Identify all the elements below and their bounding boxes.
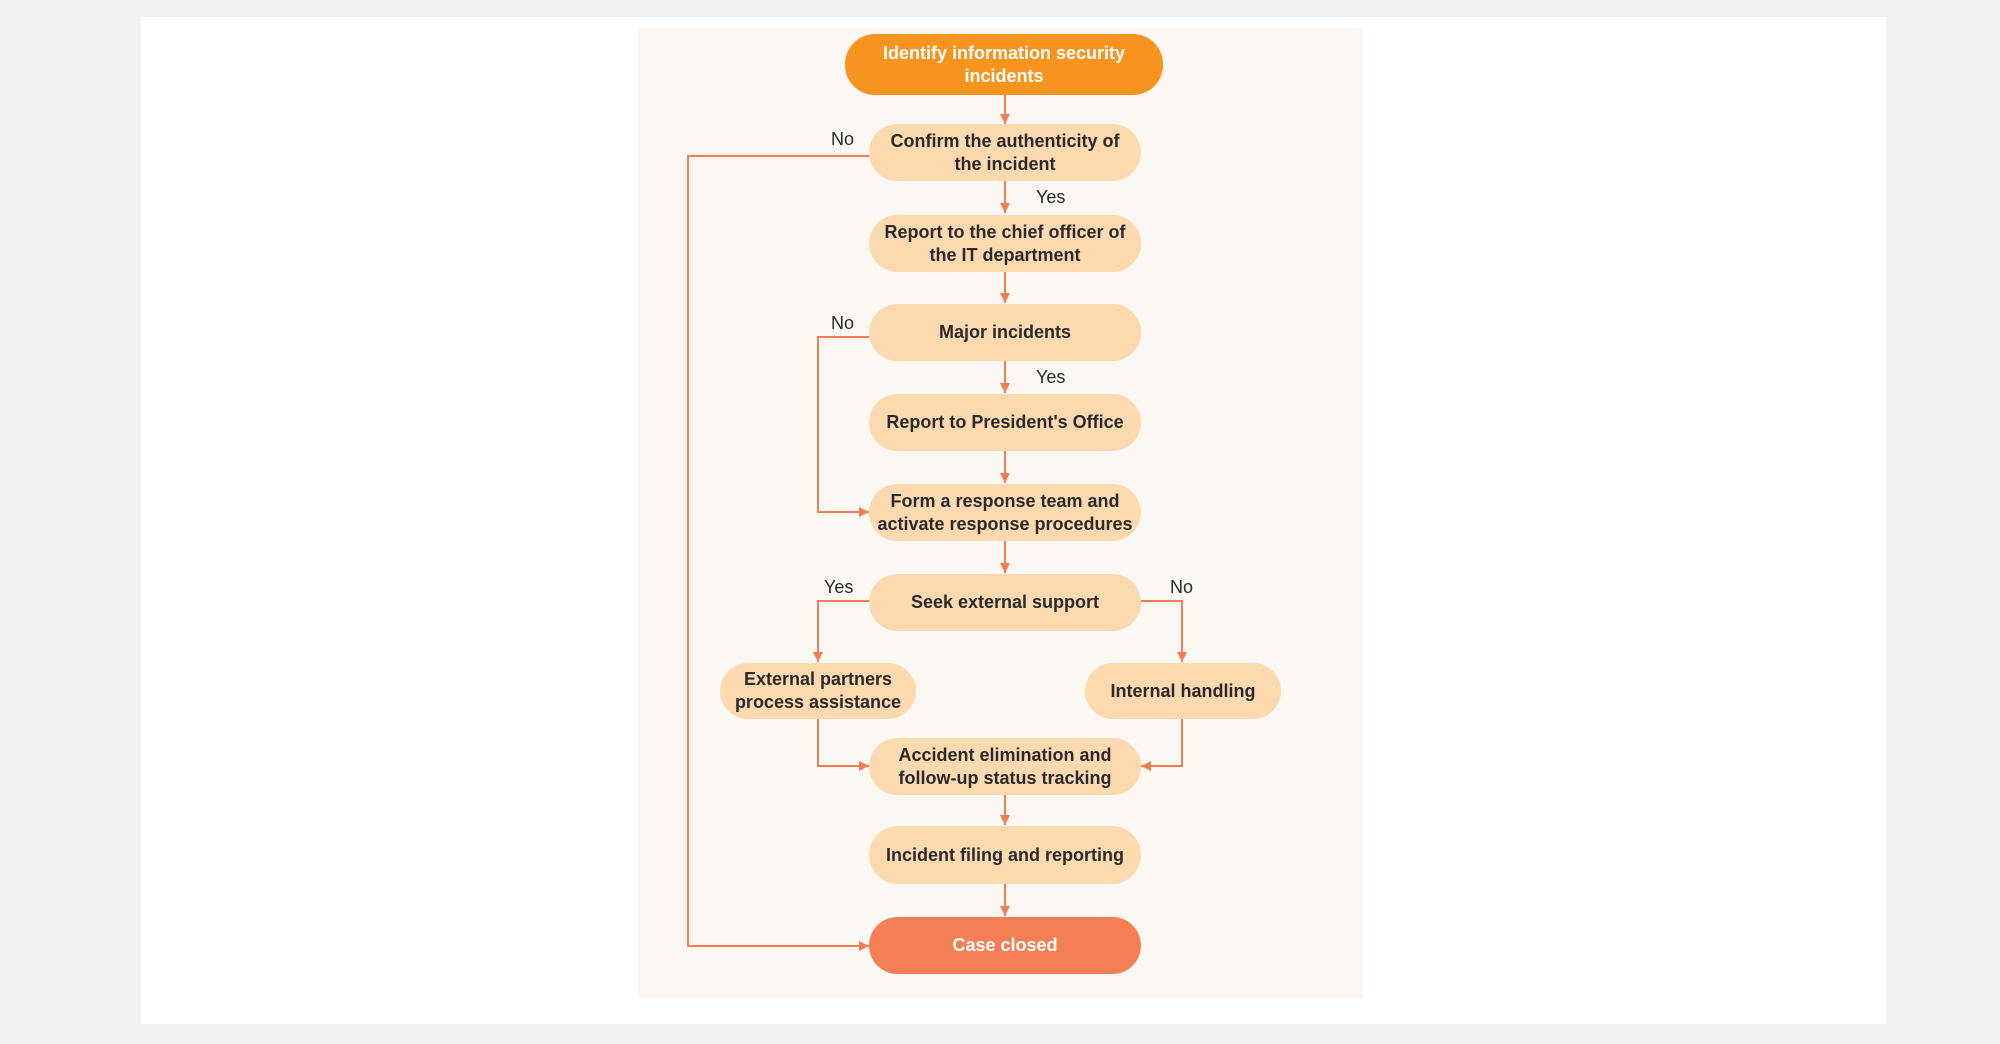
arrow-internal-to-elimination	[1141, 719, 1183, 771]
node-case-closed: Case closed	[869, 917, 1141, 974]
arrow-seek-no-to-internal	[1141, 600, 1187, 662]
edge-label-major-no: No	[831, 313, 855, 333]
edge-label-seek-yes: Yes	[824, 577, 854, 597]
edge-label-confirm-no: No	[831, 129, 855, 149]
arrow-confirm-no-to-closed	[687, 155, 869, 951]
edge-label-major-yes: Yes	[1036, 367, 1066, 387]
node-confirm-authenticity: Confirm the authenticity of the incident	[869, 124, 1141, 181]
node-report-president-office: Report to President's Office	[869, 394, 1141, 451]
node-incident-filing: Incident filing and reporting	[869, 826, 1141, 884]
node-external-partners: External partners process assistance	[720, 663, 916, 719]
node-major-incidents: Major incidents	[869, 304, 1141, 361]
arrow-external-to-elimination	[817, 719, 869, 771]
edge-label-confirm-yes: Yes	[1036, 187, 1066, 207]
node-form-response-team: Form a response team and activate respon…	[869, 484, 1141, 541]
node-internal-handling: Internal handling	[1085, 663, 1281, 719]
node-seek-external-support: Seek external support	[869, 574, 1141, 631]
node-identify-incidents: Identify information security incidents	[845, 34, 1163, 95]
node-report-it-officer: Report to the chief officer of the IT de…	[869, 215, 1141, 272]
edge-label-seek-no: No	[1170, 577, 1194, 597]
node-accident-elimination: Accident elimination and follow-up statu…	[869, 738, 1141, 795]
arrow-seek-yes-to-external	[813, 600, 869, 662]
arrow-major-no-to-form-team	[817, 336, 869, 517]
